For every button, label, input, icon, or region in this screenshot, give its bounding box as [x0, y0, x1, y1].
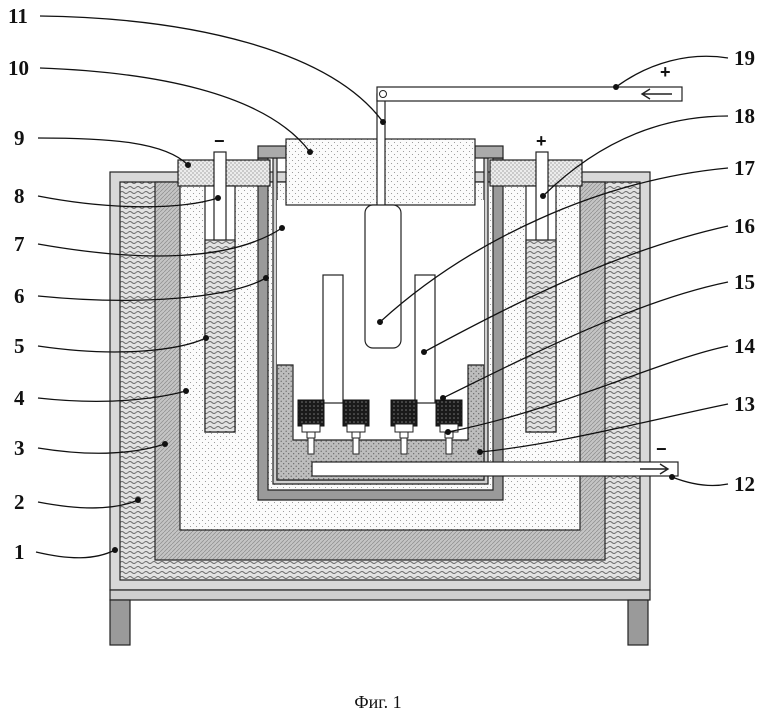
figure-caption: Фиг. 1: [354, 692, 401, 712]
polarity-cathode: −: [656, 439, 667, 459]
anode-body: [365, 205, 401, 348]
plate-left: [323, 275, 343, 403]
label-19: 19: [734, 46, 755, 70]
polarity-right: +: [536, 131, 547, 151]
cathode-bar: [312, 462, 678, 476]
left-electrode-body: [205, 240, 235, 432]
label-17: 17: [734, 156, 755, 180]
label-1: 1: [14, 540, 25, 564]
leader-11: [40, 16, 383, 122]
dark-block: [391, 400, 417, 426]
leader-19: [616, 56, 728, 87]
plate-right: [415, 275, 435, 403]
label-7: 7: [14, 232, 25, 256]
label-9: 9: [14, 126, 25, 150]
base-plate: [110, 590, 650, 600]
base: [110, 590, 650, 645]
label-12: 12: [734, 472, 755, 496]
label-14: 14: [734, 334, 756, 358]
label-2: 2: [14, 490, 25, 514]
label-4: 4: [14, 386, 25, 410]
label-16: 16: [734, 214, 755, 238]
anode-pivot: [380, 91, 387, 98]
label-11: 11: [8, 4, 28, 28]
label-6: 6: [14, 284, 25, 308]
leader-12: [672, 477, 728, 486]
polarity-anode: +: [660, 62, 671, 82]
cover-cap-left: [258, 146, 286, 158]
polarity-left: −: [214, 131, 225, 151]
anode-rod: [377, 94, 385, 206]
dark-block: [298, 400, 324, 426]
label-10: 10: [8, 56, 29, 80]
left-electrode: [205, 152, 235, 432]
leg-left: [110, 600, 130, 645]
label-13: 13: [734, 392, 755, 416]
cover-cap-right: [475, 146, 503, 158]
dark-block: [343, 400, 369, 426]
leg-right: [628, 600, 648, 645]
right-electrode-body: [526, 240, 556, 432]
label-15: 15: [734, 270, 755, 294]
anode-bus-bar: [377, 87, 682, 101]
cathode-lead: [312, 462, 678, 476]
label-3: 3: [14, 436, 25, 460]
leader-1: [36, 550, 115, 558]
leader-9: [38, 138, 188, 165]
dark-block: [436, 400, 462, 426]
label-8: 8: [14, 184, 25, 208]
leader-10: [40, 68, 310, 152]
label-18: 18: [734, 104, 755, 128]
label-5: 5: [14, 334, 25, 358]
